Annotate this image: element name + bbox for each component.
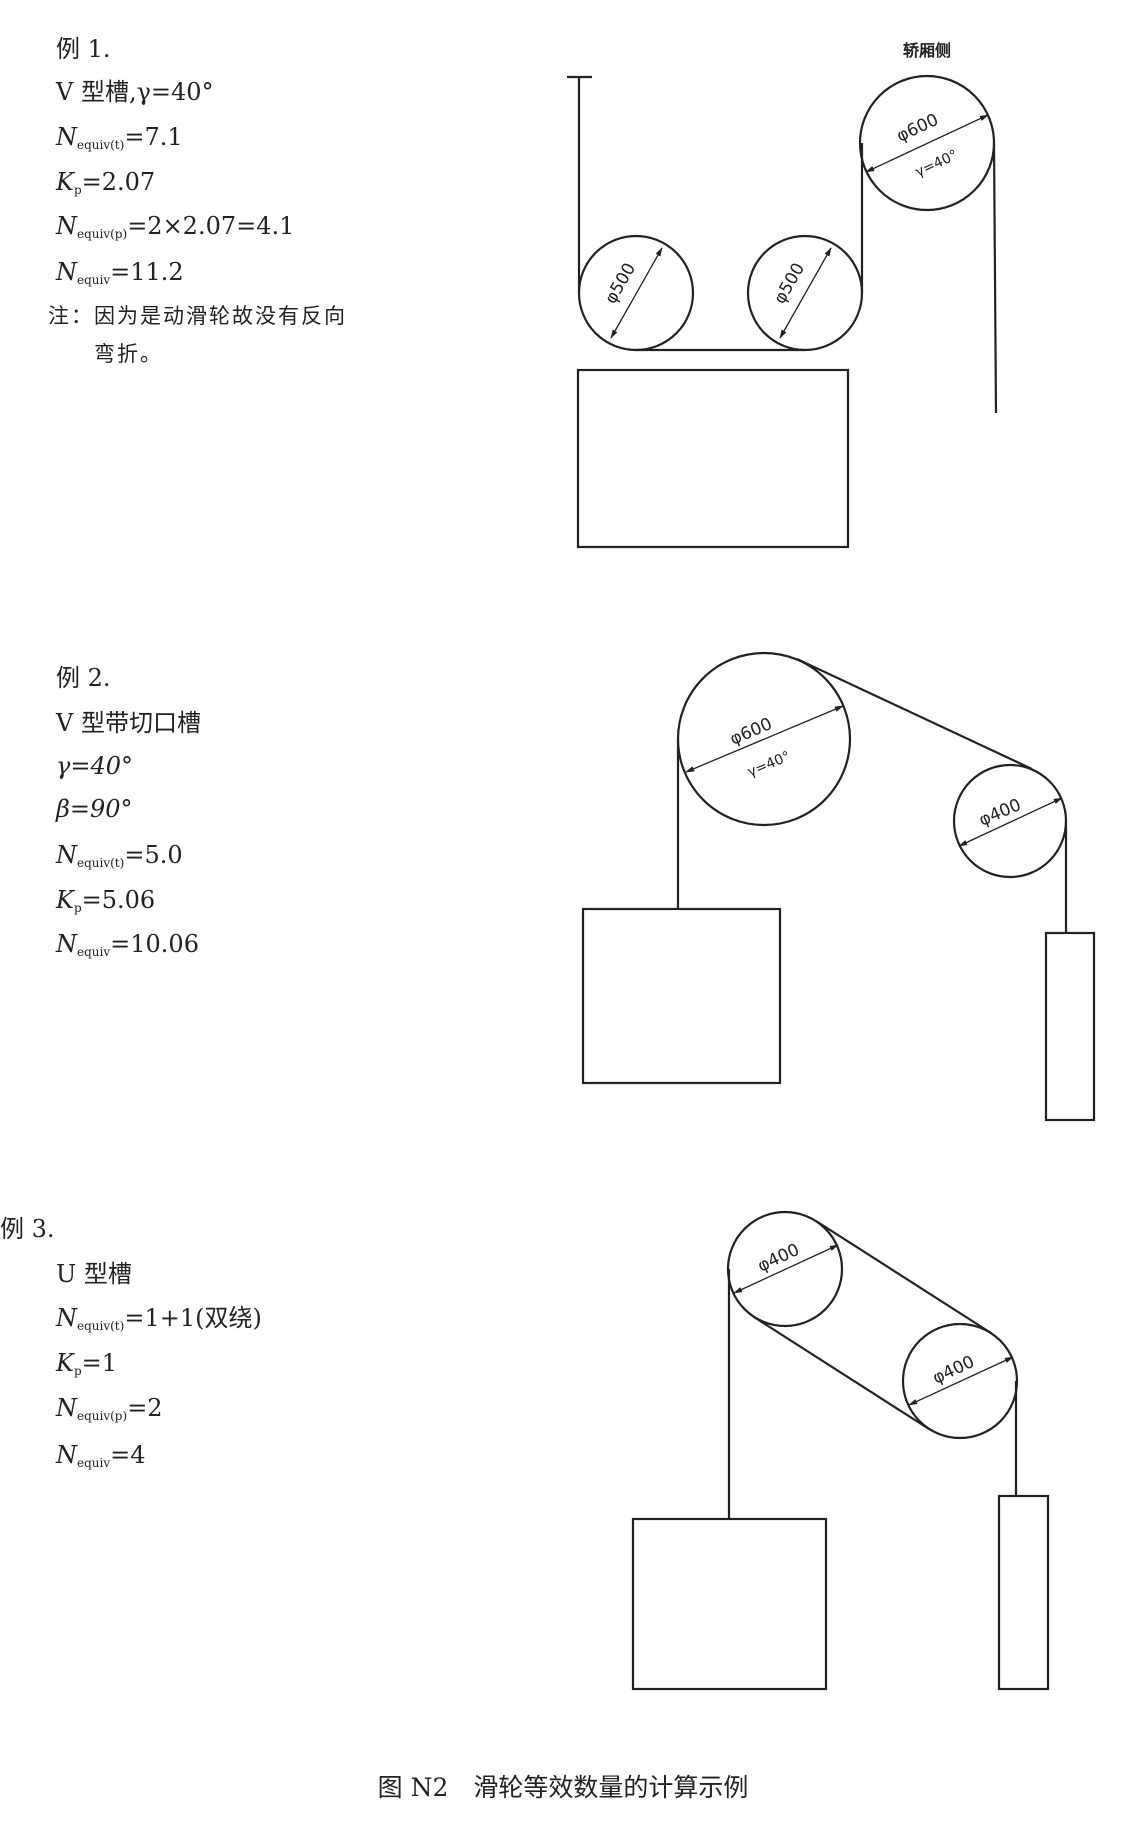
sheave-big-angle: γ=40° <box>745 748 793 780</box>
example3-formula: Nequiv=4 <box>56 1441 146 1470</box>
car-box <box>581 907 782 1085</box>
sheave-top-angle: γ=40° <box>913 147 960 180</box>
sheave-a-diameter: φ400 <box>755 1240 803 1277</box>
example1-formula: Nequiv=11.2 <box>56 258 184 287</box>
example3-groove: U 型槽 <box>56 1260 132 1288</box>
dimension-arrow <box>685 705 844 773</box>
example3-diagram: φ400 φ400 <box>631 1210 1050 1691</box>
dimension-arrow <box>908 1356 1014 1406</box>
example3-formula: Nequiv(t)=1+1(双绕) <box>56 1304 262 1333</box>
car-box <box>576 368 850 549</box>
example2-beta: β=90° <box>56 795 133 823</box>
sheave-top-diameter: φ600 <box>894 110 942 147</box>
example1-note-cont: 弯折。 <box>94 342 163 366</box>
example3-formula: Nequiv(p)=2 <box>56 1394 163 1423</box>
example2-groove: V 型带切口槽 <box>56 709 201 737</box>
example2-title: 例 2. <box>56 664 111 692</box>
dimension-arrow <box>733 1244 839 1294</box>
sheave-small-diameter: φ400 <box>976 795 1024 830</box>
example2-gamma: γ=40° <box>56 752 133 780</box>
counterweight-box <box>1044 931 1096 1122</box>
example1-title: 例 1. <box>56 35 111 63</box>
example1-formula: Nequiv(p)=2×2.07=4.1 <box>56 212 295 241</box>
example2-formula: Nequiv(t)=5.0 <box>56 841 183 870</box>
car-side-label: 轿厢侧 <box>903 41 951 60</box>
sheave-b-diameter: φ400 <box>930 1352 978 1389</box>
sheave-small <box>952 763 1068 879</box>
example2-formula: Nequiv=10.06 <box>56 930 199 959</box>
example1-diagram: φ500 φ500 φ600 γ=40° 轿厢侧 <box>567 41 998 549</box>
example3-formula: Kp=1 <box>56 1349 118 1378</box>
rope <box>796 658 1033 770</box>
dimension-arrow <box>610 247 663 339</box>
rope <box>815 1220 992 1334</box>
example2-diagram: φ600 γ=40° φ400 <box>581 651 1096 1122</box>
sheave-mid-diameter: φ500 <box>770 260 809 308</box>
dimension-arrow <box>958 797 1063 847</box>
rope <box>753 1316 930 1430</box>
dimension-arrow <box>779 247 832 339</box>
rope <box>992 142 998 414</box>
figure-caption: 图 N2 滑轮等效数量的计算示例 <box>377 1773 749 1802</box>
example1-groove: V 型槽,γ=40° <box>56 78 214 106</box>
counterweight-box <box>997 1494 1050 1691</box>
example1-note: 注：因为是动滑轮故没有反向 <box>48 304 347 328</box>
example1-formula: Nequiv(t)=7.1 <box>56 123 183 152</box>
dimension-arrow <box>865 114 989 173</box>
sheave-left-diameter: φ500 <box>601 260 640 308</box>
example3-title: 例 3. <box>0 1215 55 1243</box>
example2-formula: Kp=5.06 <box>56 886 156 915</box>
example1-formula: Kp=2.07 <box>56 168 156 197</box>
car-box <box>631 1517 828 1691</box>
